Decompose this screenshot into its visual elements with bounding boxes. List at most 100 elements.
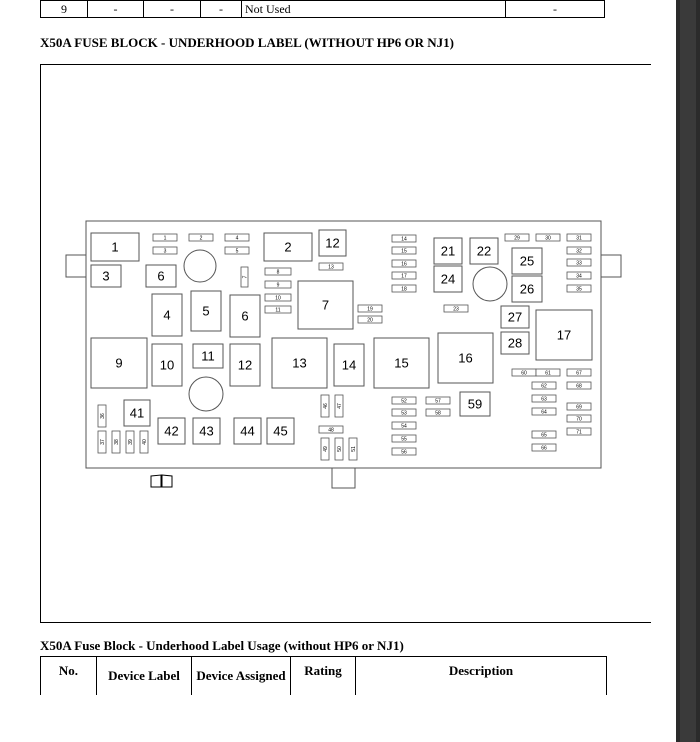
component-box [469,237,499,265]
fuse-label: 38 [114,439,120,445]
fuse-label: 58 [435,410,441,416]
fuse-label: 34 [576,273,582,279]
header-device-assigned: Device Assigned [191,656,291,695]
component-label: 59 [468,397,482,412]
component-box [90,337,148,389]
fuse-box [334,437,344,461]
fuse-label: 31 [576,235,582,241]
component-box [271,337,328,389]
component-box [90,232,140,262]
fuse-box [264,280,292,289]
fuse-box [318,425,344,434]
component-label: 21 [441,244,455,259]
fuse-label: 53 [401,410,407,416]
fuse-box [152,233,178,242]
component-box [500,305,530,329]
fuse-box [111,430,121,454]
component-box [229,343,261,387]
fuse-box [334,394,344,418]
component-label: 43 [199,424,213,439]
fuse-box [535,368,561,377]
fuse-label: 20 [367,317,373,323]
component-box [266,417,295,445]
fuse-box [391,434,417,443]
component-box [190,290,222,332]
fuse-box [391,408,417,417]
component-label: 41 [130,406,144,421]
fuse-label: 37 [100,439,106,445]
fuse-box [139,430,149,454]
fuse-box [348,437,358,461]
cell-device-label: - [87,0,144,18]
component-box [318,229,347,257]
component-box [433,237,463,265]
fuse-box [224,233,250,242]
component-label: 1 [111,240,118,255]
fuse-label: 63 [541,396,547,402]
component-box [192,343,224,369]
fuse-label: 51 [351,446,357,452]
book-icon [150,474,173,488]
component-box [123,399,151,427]
component-label: 10 [160,358,174,373]
component-label: 12 [325,236,339,251]
fuse-label: 54 [401,423,407,429]
fuse-label: 39 [128,439,134,445]
fuse-label: 29 [514,235,520,241]
fuse-label: 18 [401,286,407,292]
fuse-label: 47 [337,403,343,409]
fuse-box [97,430,107,454]
component-box [500,331,530,355]
fuse-label: 32 [576,248,582,254]
fuse-label: 2 [200,235,203,241]
fuse-box [240,266,249,288]
component-box [373,337,430,389]
fuse-box [224,246,250,255]
fuse-label: 1 [164,235,167,241]
fuse-box [264,267,292,276]
component-label: 15 [394,356,408,371]
fuse-label: 66 [541,445,547,451]
component-box [459,391,491,417]
component-box [511,247,543,275]
fuse-label: 68 [576,383,582,389]
component-label: 9 [115,356,122,371]
fuse-box [566,233,592,242]
component-label: 42 [164,424,178,439]
component-label: 14 [342,358,356,373]
fuse-box [97,404,107,428]
header-rating: Rating [290,656,356,695]
scrollbar[interactable] [676,0,700,742]
fuse-box [504,233,530,242]
fuse-label: 14 [401,236,407,242]
fuse-label: 16 [401,261,407,267]
fuse-box [531,381,557,390]
fuse-label: 4 [236,235,239,241]
fuse-box [425,408,451,417]
fuse-label: 3 [164,248,167,254]
component-box [333,343,365,387]
component-label: 28 [508,336,522,351]
figure-title: X50A FUSE BLOCK - UNDERHOOD LABEL (WITHO… [40,35,455,50]
fuse-box [391,271,417,280]
fuse-label: 60 [521,370,527,376]
fuse-box [152,246,178,255]
component-box [90,264,122,288]
scrollbar-thumb[interactable] [680,0,696,742]
component-box [433,265,463,293]
component-box [157,417,186,445]
fuse-label: 36 [100,413,106,419]
relay-circle [472,266,508,302]
fuse-label: 9 [277,282,280,288]
fuse-label: 56 [401,449,407,455]
component-box [511,275,543,303]
component-label: 5 [202,304,209,319]
fuse-label: 19 [367,306,373,312]
fuse-label: 11 [275,307,280,313]
fuse-box [566,284,592,293]
component-label: 16 [458,351,472,366]
fuse-label: 48 [328,427,334,433]
fuse-box [566,381,592,390]
